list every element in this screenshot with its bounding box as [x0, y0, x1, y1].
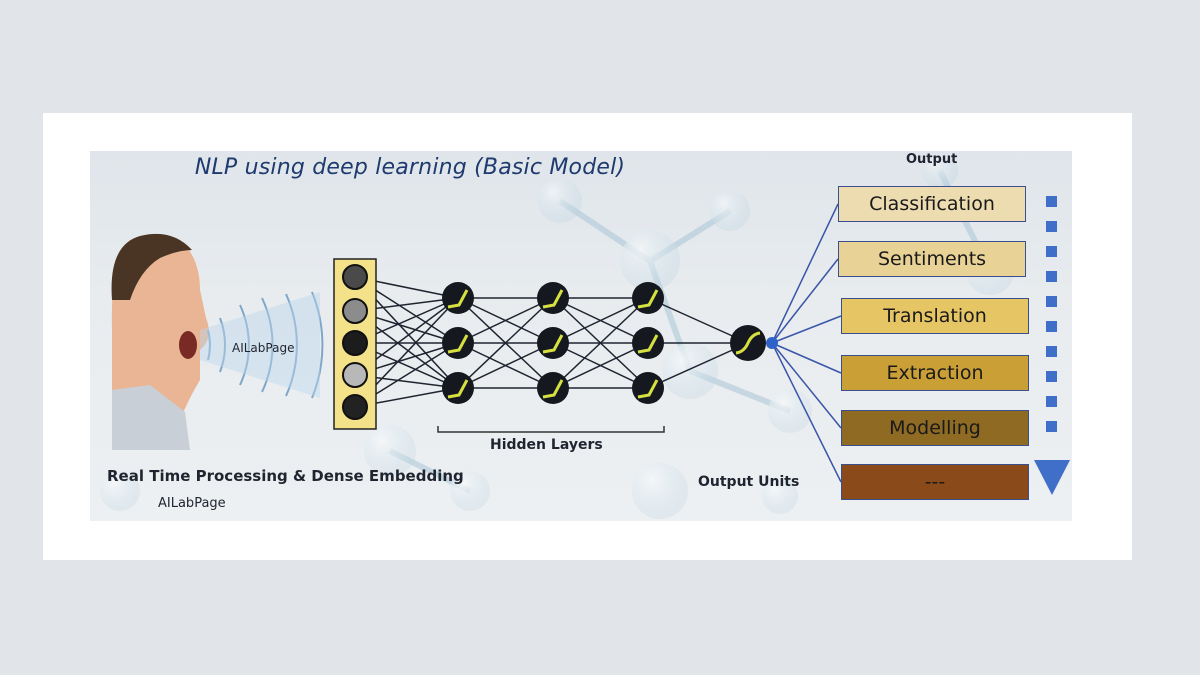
input-node — [342, 298, 368, 324]
hidden-node — [537, 327, 569, 359]
output-units-label: Output Units — [698, 474, 800, 490]
sound-cone — [200, 292, 320, 398]
arrow-dot — [1046, 246, 1057, 257]
output-category-1: Classification — [838, 186, 1026, 222]
input-caption: Real Time Processing & Dense Embedding — [107, 467, 464, 485]
hidden-node — [442, 282, 474, 314]
arrow-head-icon — [1034, 460, 1070, 495]
input-node — [342, 362, 368, 388]
arrow-dot — [1046, 371, 1057, 382]
hidden-node — [442, 327, 474, 359]
output-category-3: Translation — [841, 298, 1029, 334]
arrow-dot — [1046, 271, 1057, 282]
input-node — [342, 264, 368, 290]
diagram-title: NLP using deep learning (Basic Model) — [194, 155, 626, 180]
hidden-layers-bracket — [437, 426, 665, 433]
hidden-node — [537, 282, 569, 314]
sound-wave-icon — [207, 291, 324, 399]
hidden-node — [632, 372, 664, 404]
input-layer — [342, 264, 368, 420]
output-connections — [771, 203, 842, 483]
output-category-4: Extraction — [841, 355, 1029, 391]
network-connections — [354, 276, 749, 408]
arrow-dot — [1046, 396, 1057, 407]
arrow-dot — [1046, 196, 1057, 207]
hidden-node — [632, 282, 664, 314]
output-category-6: --- — [841, 464, 1029, 500]
input-node — [342, 394, 368, 420]
hidden-node — [537, 372, 569, 404]
output-category-5: Modelling — [841, 410, 1029, 446]
hidden-node — [632, 327, 664, 359]
arrow-dot — [1046, 321, 1057, 332]
output-unit-node — [730, 325, 778, 361]
hidden-layers — [442, 282, 664, 404]
speaking-child-illustration — [111, 233, 209, 450]
arrow-dot — [1046, 346, 1057, 357]
arrow-dot — [1046, 296, 1057, 307]
output-category-2: Sentiments — [838, 241, 1026, 277]
output-header: Output — [906, 152, 958, 167]
arrow-dot — [1046, 421, 1057, 432]
hidden-layers-label: Hidden Layers — [490, 437, 603, 453]
input-credit: AILabPage — [158, 496, 226, 511]
hidden-node — [442, 372, 474, 404]
arrow-dot — [1046, 221, 1057, 232]
output-arrow-icon — [1046, 196, 1057, 432]
input-node — [342, 330, 368, 356]
speaker-label: AILabPage — [232, 341, 295, 355]
